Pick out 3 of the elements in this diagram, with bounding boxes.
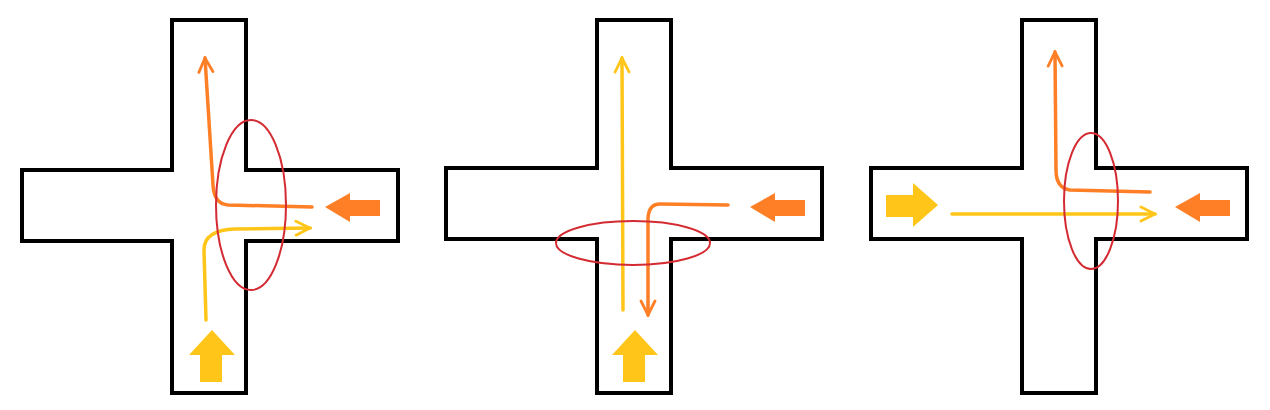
intersection-drawing [446, 20, 822, 393]
intersection-drawing [871, 20, 1247, 393]
intersection-drawing [22, 20, 398, 393]
